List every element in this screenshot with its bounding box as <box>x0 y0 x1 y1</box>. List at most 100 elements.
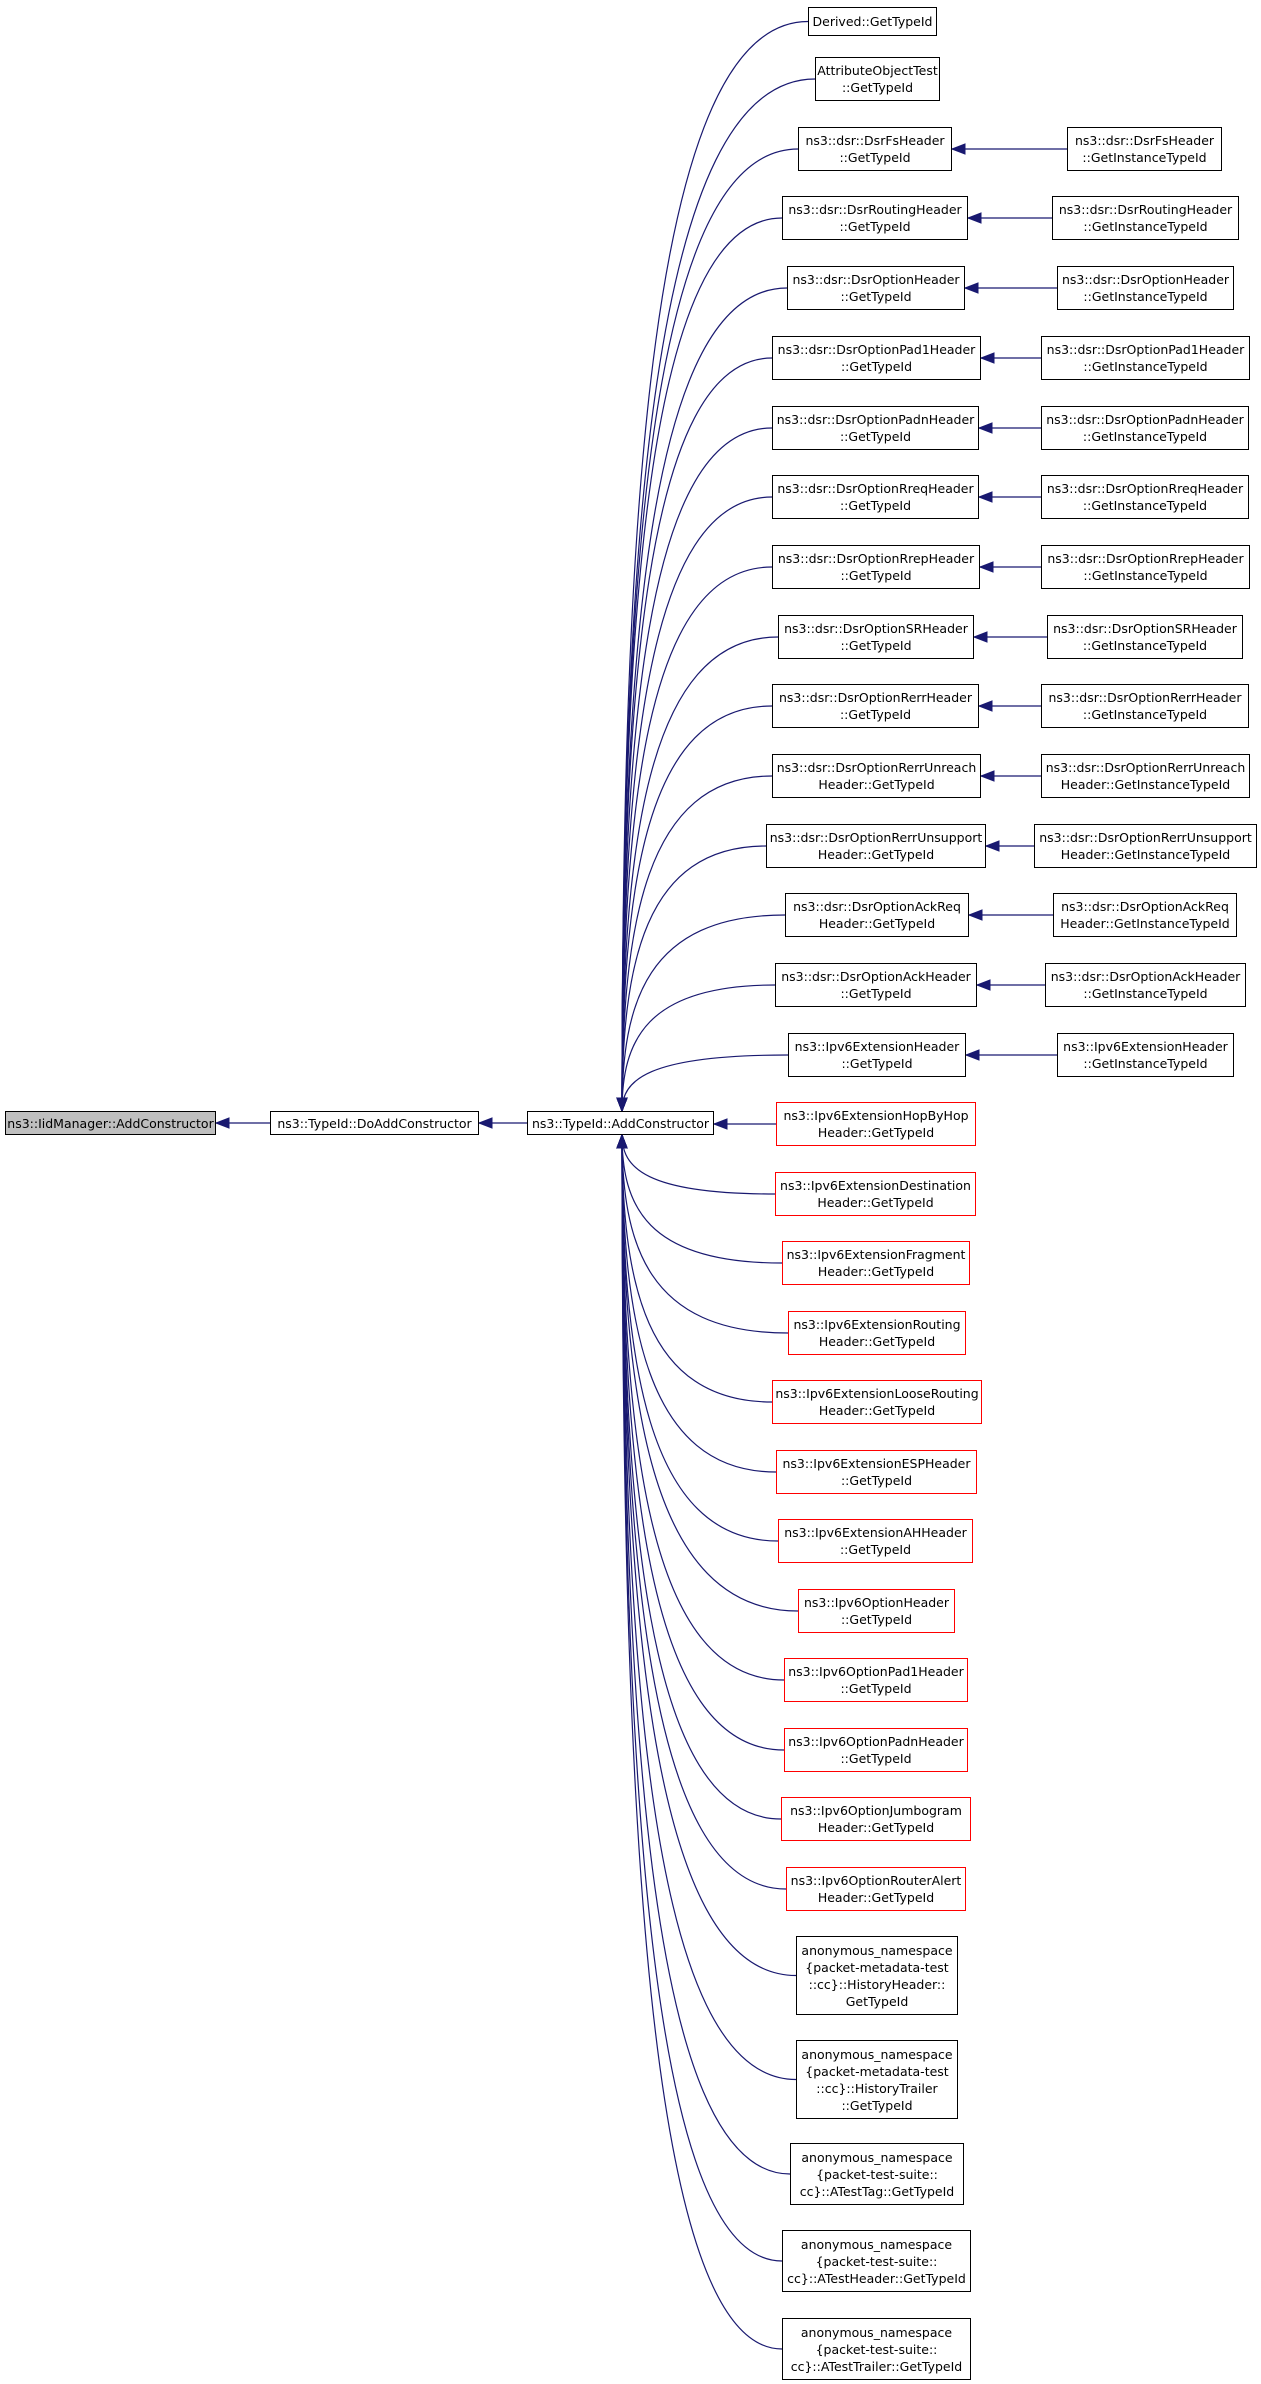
node-label: ns3::dsr::DsrOptionAckReq Header::GetIns… <box>1060 899 1230 931</box>
edge-line <box>621 566 773 1112</box>
child-node-ns3-dsr-dsroptionackheader-getinstancetypeid[interactable]: ns3::dsr::DsrOptionAckHeader ::GetInstan… <box>1045 963 1246 1007</box>
node-label: ns3::dsr::DsrOptionRerrHeader ::GetTypeI… <box>779 690 972 722</box>
caller-node-ns3-ipv6extensiondestination-header-gettypeid[interactable]: ns3::Ipv6ExtensionDestination Header::Ge… <box>775 1172 976 1216</box>
node-label: anonymous_namespace {packet-metadata-tes… <box>801 1942 953 2009</box>
edge-line <box>621 357 773 1112</box>
edge-line <box>621 1134 777 1473</box>
node-label: ns3::dsr::DsrOptionAckReq Header::GetTyp… <box>793 899 961 931</box>
edge-line <box>621 984 776 1112</box>
edge-line <box>621 1134 789 1334</box>
child-node-ns3-dsr-dsroptionrreqheader-getinstancetypeid[interactable]: ns3::dsr::DsrOptionRreqHeader ::GetInsta… <box>1041 475 1249 519</box>
node-label: ns3::Ipv6ExtensionLooseRouting Header::G… <box>775 1386 979 1418</box>
caller-node-anonymous-namespace-packet-metadata-test-cc-historyheader-gettypeid[interactable]: anonymous_namespace {packet-metadata-tes… <box>796 1936 958 2015</box>
child-node-ns3-dsr-dsroptionheader-getinstancetypeid[interactable]: ns3::dsr::DsrOptionHeader ::GetInstanceT… <box>1057 266 1234 310</box>
edge-line <box>621 705 773 1112</box>
child-node-ns3-ipv6extensionheader-getinstancetypeid[interactable]: ns3::Ipv6ExtensionHeader ::GetInstanceTy… <box>1057 1033 1234 1077</box>
caller-node-ns3-ipv6extensionespheader-gettypeid[interactable]: ns3::Ipv6ExtensionESPHeader ::GetTypeId <box>776 1450 977 1494</box>
caller-node-ns3-dsr-dsroptionpadnheader-gettypeid[interactable]: ns3::dsr::DsrOptionPadnHeader ::GetTypeI… <box>772 406 979 450</box>
caller-node-ns3-ipv6optionpad1header-gettypeid[interactable]: ns3::Ipv6OptionPad1Header ::GetTypeId <box>784 1658 968 1702</box>
child-node-ns3-dsr-dsrfsheader-getinstancetypeid[interactable]: ns3::dsr::DsrFsHeader ::GetInstanceTypeI… <box>1067 127 1222 171</box>
node-label: ns3::Ipv6OptionRouterAlert Header::GetTy… <box>790 1873 962 1905</box>
node-label: ns3::TypeId::AddConstructor <box>531 1115 710 1131</box>
edge-line <box>621 1134 791 2175</box>
caller-node-ns3-ipv6extensionlooserouting-header-gettypeid[interactable]: ns3::Ipv6ExtensionLooseRouting Header::G… <box>772 1380 982 1424</box>
node-typeid-doaddconstructor[interactable]: ns3::TypeId::DoAddConstructor <box>270 1111 479 1135</box>
node-label: ns3::dsr::DsrOptionPad1Header ::GetInsta… <box>1046 342 1245 374</box>
child-node-ns3-dsr-dsroptionrerrheader-getinstancetypeid[interactable]: ns3::dsr::DsrOptionRerrHeader ::GetInsta… <box>1041 684 1249 728</box>
edge-arrowhead <box>477 1117 493 1129</box>
edge-line <box>621 1054 789 1112</box>
edge-arrowhead <box>214 1117 230 1129</box>
node-label: ns3::IidManager::AddConstructor <box>7 1115 214 1131</box>
node-label: ns3::dsr::DsrOptionPadnHeader ::GetInsta… <box>1046 412 1244 444</box>
edge-line <box>621 1134 797 2081</box>
node-label: ns3::dsr::DsrOptionRerrUnreach Header::G… <box>776 760 977 792</box>
child-node-ns3-dsr-dsroptionrerrunreach-header-getinstancetypeid[interactable]: ns3::dsr::DsrOptionRerrUnreach Header::G… <box>1041 754 1250 798</box>
caller-node-ns3-dsr-dsroptionrerrheader-gettypeid[interactable]: ns3::dsr::DsrOptionRerrHeader ::GetTypeI… <box>772 684 979 728</box>
caller-node-ns3-ipv6optionjumbogram-header-gettypeid[interactable]: ns3::Ipv6OptionJumbogram Header::GetType… <box>781 1797 971 1841</box>
caller-node-ns3-dsr-dsroptionackreq-header-gettypeid[interactable]: ns3::dsr::DsrOptionAckReq Header::GetTyp… <box>785 893 969 937</box>
node-label: anonymous_namespace {packet-metadata-tes… <box>801 2046 953 2113</box>
edge-arrowhead <box>977 700 993 712</box>
caller-node-ns3-ipv6extensionahheader-gettypeid[interactable]: ns3::Ipv6ExtensionAHHeader ::GetTypeId <box>778 1519 973 1563</box>
node-typeid-addconstructor[interactable]: ns3::TypeId::AddConstructor <box>527 1111 714 1135</box>
child-node-ns3-dsr-dsroptionrerrunsupport-header-getinstancetypeid[interactable]: ns3::dsr::DsrOptionRerrUnsupport Header:… <box>1034 824 1257 868</box>
caller-node-derived-gettypeid[interactable]: Derived::GetTypeId <box>808 7 937 36</box>
caller-node-anonymous-namespace-packet-test-suite-cc-atestheader-gettypeid[interactable]: anonymous_namespace {packet-test-suite::… <box>782 2230 971 2292</box>
node-label: ns3::dsr::DsrOptionSRHeader ::GetTypeId <box>784 621 968 653</box>
caller-node-ns3-dsr-dsroptionheader-gettypeid[interactable]: ns3::dsr::DsrOptionHeader ::GetTypeId <box>787 266 965 310</box>
edge-arrowhead <box>975 979 991 991</box>
edge-line <box>621 1134 787 1890</box>
node-label: ns3::dsr::DsrOptionRerrUnsupport Header:… <box>1039 830 1252 862</box>
edge-line <box>621 1134 776 1195</box>
caller-node-anonymous-namespace-packet-test-suite-cc-atesttrailer-gettypeid[interactable]: anonymous_namespace {packet-test-suite::… <box>782 2318 971 2380</box>
caller-node-ns3-dsr-dsroptionsrheader-gettypeid[interactable]: ns3::dsr::DsrOptionSRHeader ::GetTypeId <box>778 615 974 659</box>
edge-line <box>621 1134 799 1612</box>
edge-line <box>621 636 779 1112</box>
caller-node-ns3-dsr-dsroptionrrepheader-gettypeid[interactable]: ns3::dsr::DsrOptionRrepHeader ::GetTypeI… <box>772 545 980 589</box>
node-label: ns3::Ipv6ExtensionHeader ::GetTypeId <box>794 1039 960 1071</box>
edge-line <box>621 1134 783 2350</box>
child-node-ns3-dsr-dsrroutingheader-getinstancetypeid[interactable]: ns3::dsr::DsrRoutingHeader ::GetInstance… <box>1052 196 1239 240</box>
child-node-ns3-dsr-dsroptionsrheader-getinstancetypeid[interactable]: ns3::dsr::DsrOptionSRHeader ::GetInstanc… <box>1047 615 1243 659</box>
caller-node-ns3-ipv6extensionhopbyhop-header-gettypeid[interactable]: ns3::Ipv6ExtensionHopByHop Header::GetTy… <box>776 1102 976 1146</box>
edge-arrowhead <box>972 631 988 643</box>
caller-node-ns3-dsr-dsroptionrreqheader-gettypeid[interactable]: ns3::dsr::DsrOptionRreqHeader ::GetTypeI… <box>772 475 979 519</box>
edge-arrowhead <box>963 282 979 294</box>
node-label: ns3::Ipv6ExtensionHeader ::GetInstanceTy… <box>1063 1039 1228 1071</box>
node-label: ns3::dsr::DsrFsHeader ::GetInstanceTypeI… <box>1074 133 1215 165</box>
edge-arrowhead <box>616 1097 628 1113</box>
node-label: ns3::Ipv6ExtensionHopByHop Header::GetTy… <box>783 1108 969 1140</box>
caller-node-anonymous-namespace-packet-test-suite-cc-atesttag-gettypeid[interactable]: anonymous_namespace {packet-test-suite::… <box>790 2143 964 2205</box>
caller-node-ns3-dsr-dsroptionrerrunreach-header-gettypeid[interactable]: ns3::dsr::DsrOptionRerrUnreach Header::G… <box>772 754 981 798</box>
edge-line <box>621 1134 773 1403</box>
edge-arrowhead <box>979 770 995 782</box>
caller-node-ns3-dsr-dsrroutingheader-gettypeid[interactable]: ns3::dsr::DsrRoutingHeader ::GetTypeId <box>782 196 968 240</box>
child-node-ns3-dsr-dsroptionpad1header-getinstancetypeid[interactable]: ns3::dsr::DsrOptionPad1Header ::GetInsta… <box>1041 336 1250 380</box>
caller-node-ns3-ipv6optionrouteralert-header-gettypeid[interactable]: ns3::Ipv6OptionRouterAlert Header::GetTy… <box>786 1867 966 1911</box>
caller-node-ns3-ipv6optionheader-gettypeid[interactable]: ns3::Ipv6OptionHeader ::GetTypeId <box>798 1589 955 1633</box>
node-label: ns3::dsr::DsrOptionRerrHeader ::GetInsta… <box>1048 690 1242 722</box>
edge-arrowhead <box>964 1049 980 1061</box>
caller-node-ns3-dsr-dsrfsheader-gettypeid[interactable]: ns3::dsr::DsrFsHeader ::GetTypeId <box>798 127 952 171</box>
child-node-ns3-dsr-dsroptionrrepheader-getinstancetypeid[interactable]: ns3::dsr::DsrOptionRrepHeader ::GetInsta… <box>1041 545 1250 589</box>
caller-node-ns3-ipv6extensionheader-gettypeid[interactable]: ns3::Ipv6ExtensionHeader ::GetTypeId <box>788 1033 966 1077</box>
caller-node-ns3-dsr-dsroptionackheader-gettypeid[interactable]: ns3::dsr::DsrOptionAckHeader ::GetTypeId <box>775 963 977 1007</box>
caller-node-anonymous-namespace-packet-metadata-test-cc-historytrailer-gettypeid[interactable]: anonymous_namespace {packet-metadata-tes… <box>796 2040 958 2119</box>
edge-line <box>621 496 773 1112</box>
edge-arrowhead <box>616 1133 628 1149</box>
edge-arrowhead <box>950 143 966 155</box>
caller-node-ns3-ipv6extensionrouting-header-gettypeid[interactable]: ns3::Ipv6ExtensionRouting Header::GetTyp… <box>788 1311 966 1355</box>
caller-node-attributeobjecttest-gettypeid[interactable]: AttributeObjectTest ::GetTypeId <box>815 57 940 101</box>
caller-node-ns3-ipv6optionpadnheader-gettypeid[interactable]: ns3::Ipv6OptionPadnHeader ::GetTypeId <box>784 1728 968 1772</box>
node-label: ns3::TypeId::DoAddConstructor <box>277 1115 472 1131</box>
caller-node-ns3-dsr-dsroptionpad1header-gettypeid[interactable]: ns3::dsr::DsrOptionPad1Header ::GetTypeI… <box>772 336 981 380</box>
caller-node-ns3-dsr-dsroptionrerrunsupport-header-gettypeid[interactable]: ns3::dsr::DsrOptionRerrUnsupport Header:… <box>766 824 986 868</box>
edge-line <box>621 914 786 1112</box>
child-node-ns3-dsr-dsroptionackreq-header-getinstancetypeid[interactable]: ns3::dsr::DsrOptionAckReq Header::GetIns… <box>1053 893 1237 937</box>
edge-line <box>621 775 773 1112</box>
node-label: ns3::dsr::DsrOptionPadnHeader ::GetTypeI… <box>776 412 975 444</box>
caller-node-ns3-ipv6extensionfragment-header-gettypeid[interactable]: ns3::Ipv6ExtensionFragment Header::GetTy… <box>782 1241 970 1285</box>
child-node-ns3-dsr-dsroptionpadnheader-getinstancetypeid[interactable]: ns3::dsr::DsrOptionPadnHeader ::GetInsta… <box>1041 406 1249 450</box>
node-label: anonymous_namespace {packet-test-suite::… <box>787 2236 966 2286</box>
